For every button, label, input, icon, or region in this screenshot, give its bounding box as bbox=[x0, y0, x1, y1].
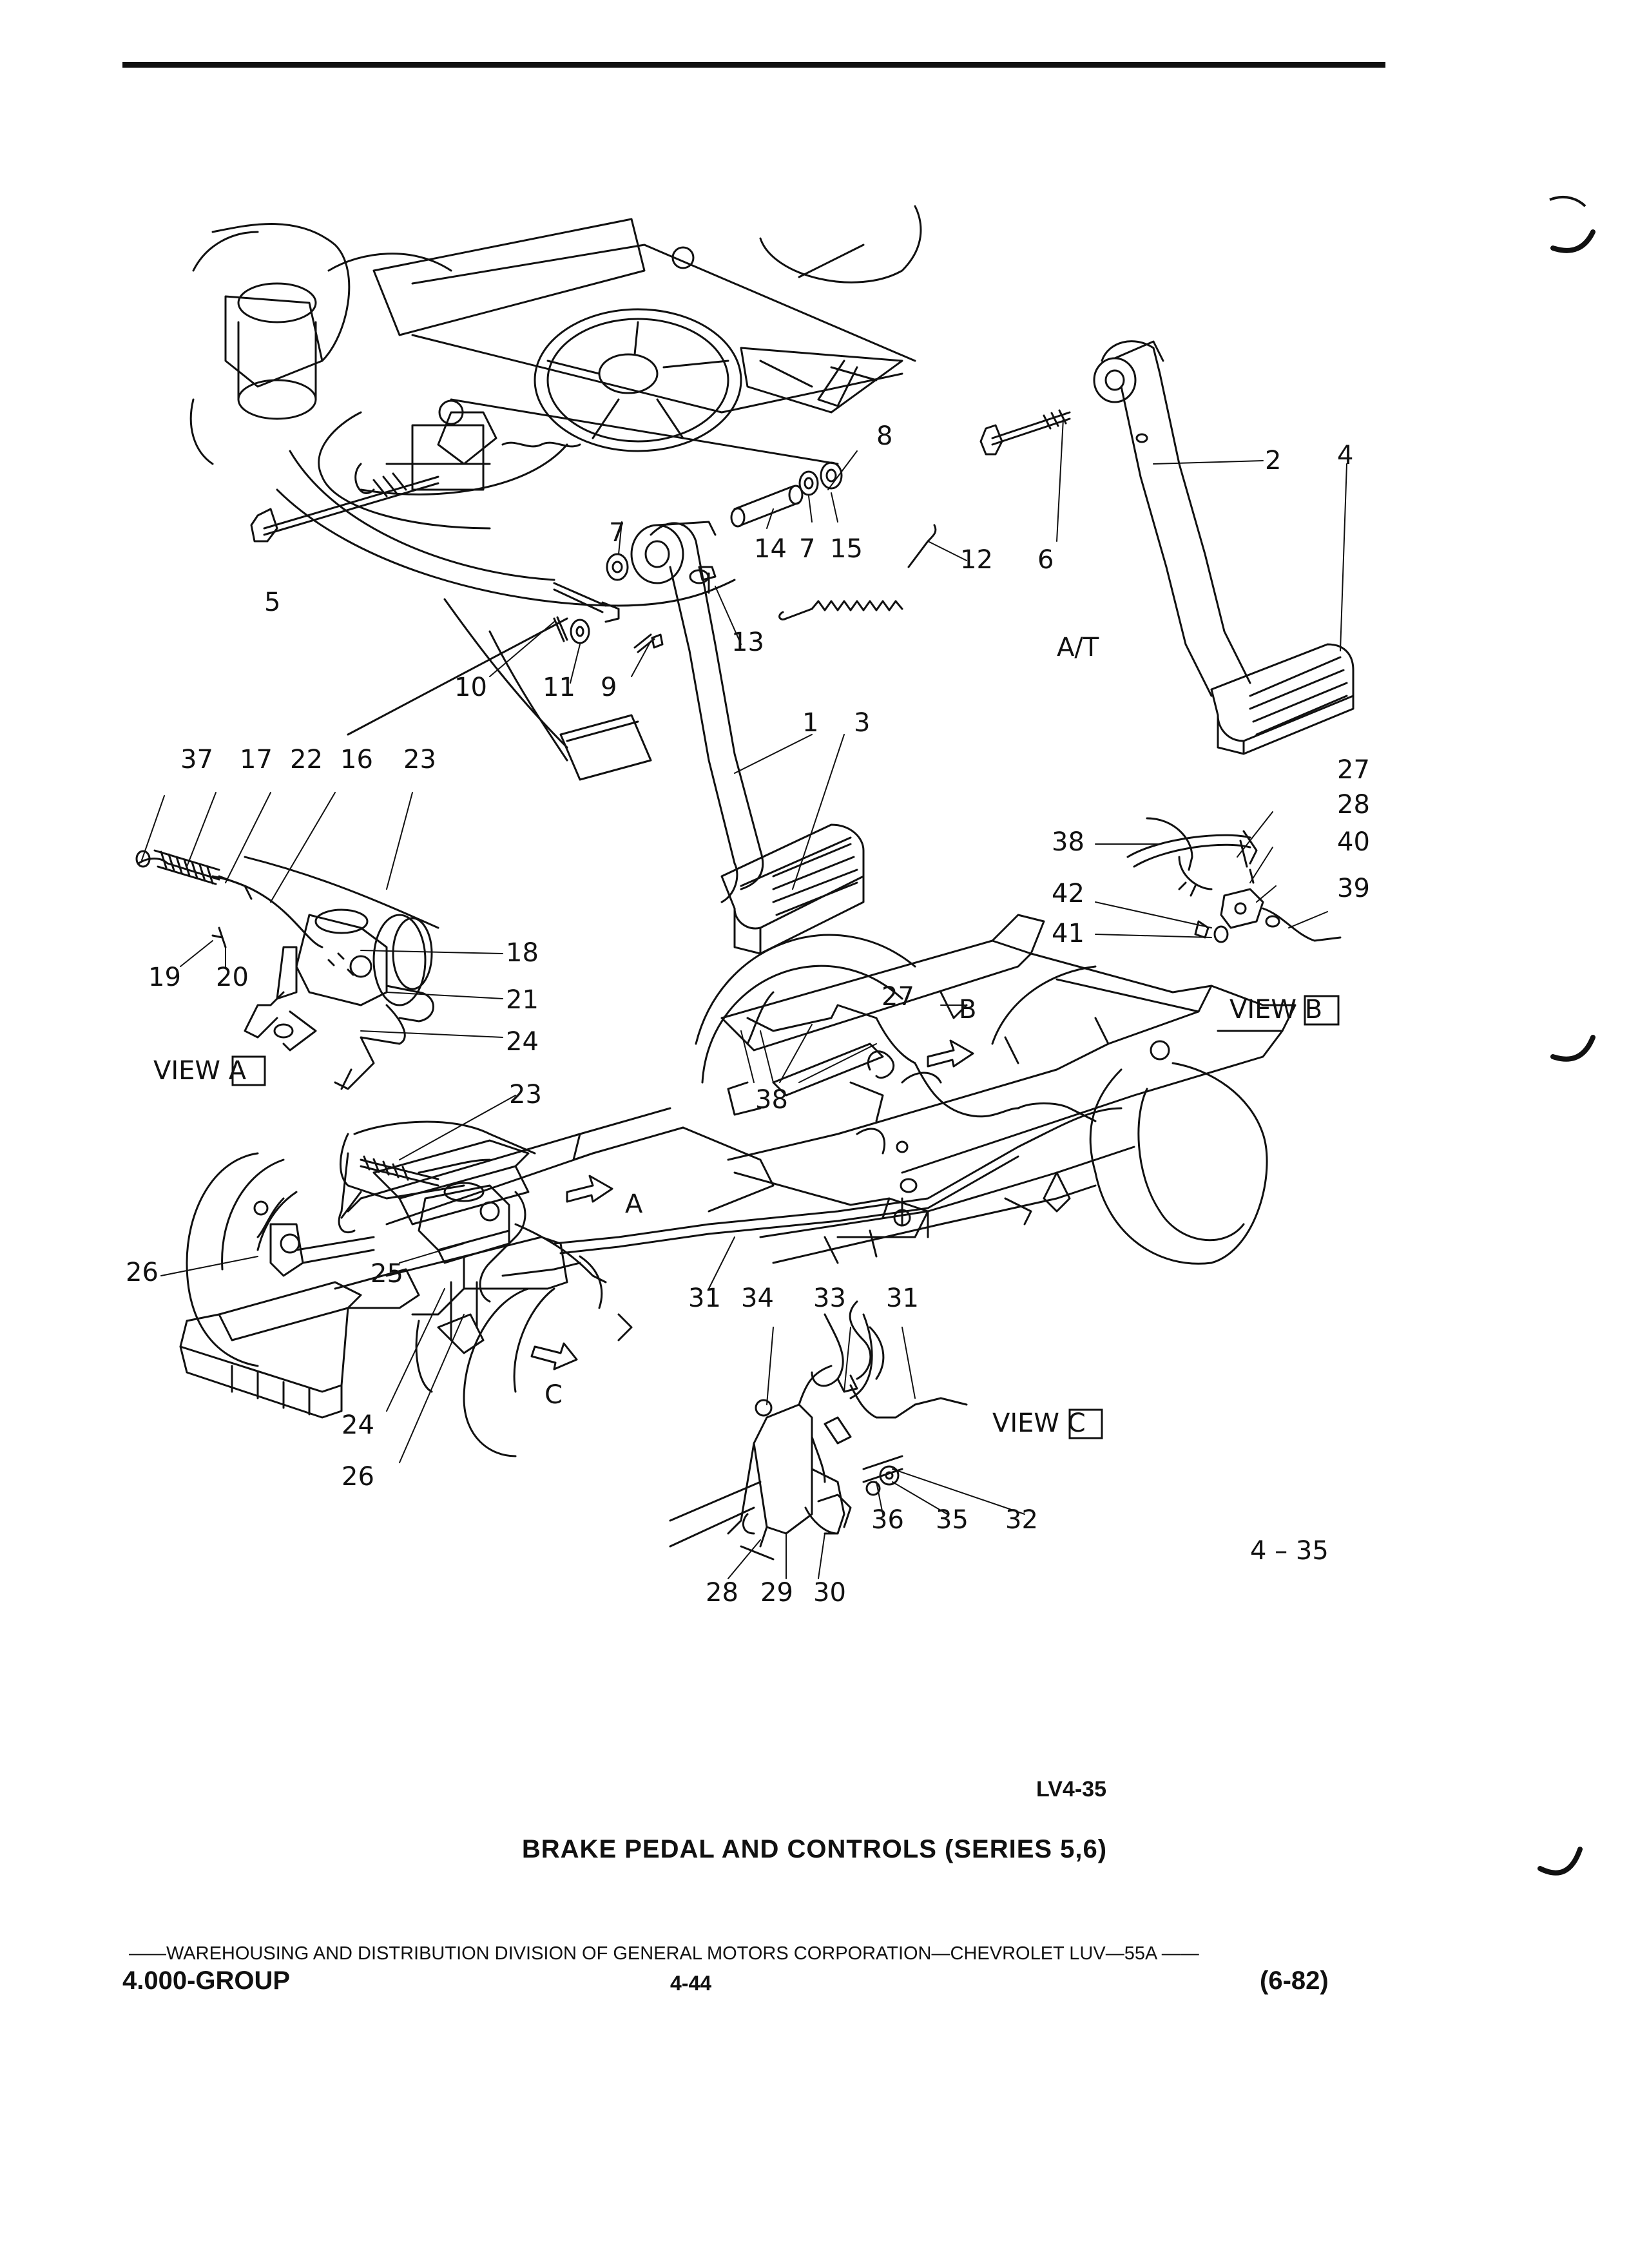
callout-2: 2 bbox=[1265, 446, 1281, 476]
footer-page-number: 4-44 bbox=[670, 1972, 712, 1995]
callout-39: 39 bbox=[1337, 874, 1370, 903]
brake-pedal-diagram: 5 7 8 14 7 15 12 6 2 4 13 10 11 9 A/T 1 … bbox=[126, 205, 1370, 1608]
view-c-box bbox=[1068, 1408, 1103, 1439]
callout-17: 17 bbox=[240, 745, 273, 774]
callout-34: 34 bbox=[741, 1283, 774, 1313]
callout-25: 25 bbox=[371, 1259, 403, 1289]
callout-22: 22 bbox=[290, 745, 323, 774]
callout-28-bottom: 28 bbox=[706, 1578, 738, 1608]
brake-pedal-at-2 bbox=[1093, 340, 1251, 697]
callout-30: 30 bbox=[813, 1578, 846, 1608]
washers-7-15-8 bbox=[606, 461, 843, 581]
callout-37: 37 bbox=[180, 745, 213, 774]
callout-33: 33 bbox=[813, 1283, 846, 1313]
callout-5: 5 bbox=[264, 588, 280, 617]
callout-41: 41 bbox=[1052, 919, 1084, 948]
callout-36: 36 bbox=[871, 1505, 904, 1535]
arrow-a-label: A bbox=[625, 1189, 643, 1219]
callout-1: 1 bbox=[802, 708, 818, 738]
callout-9: 9 bbox=[601, 673, 617, 702]
callout-10: 10 bbox=[454, 673, 487, 702]
figure-caption: BRAKE PEDAL AND CONTROLS (SERIES 5,6) bbox=[521, 1835, 1108, 1863]
callout-26-b: 26 bbox=[342, 1462, 374, 1492]
callout-6: 6 bbox=[1037, 545, 1054, 575]
callout-24-a: 24 bbox=[506, 1027, 539, 1057]
view-b-box bbox=[1304, 995, 1340, 1026]
front-crossmember bbox=[179, 1139, 633, 1457]
callout-15: 15 bbox=[830, 534, 863, 564]
figure-id: 4 – 35 bbox=[1250, 1536, 1329, 1566]
callout-40: 40 bbox=[1337, 827, 1370, 857]
pivot-bolt-6 bbox=[979, 409, 1071, 456]
callout-28-top: 28 bbox=[1337, 790, 1370, 820]
arrow-c-label: C bbox=[545, 1380, 563, 1410]
callout-19: 19 bbox=[148, 963, 181, 992]
callout-38-top: 38 bbox=[1052, 827, 1084, 857]
at-label: A/T bbox=[1057, 633, 1099, 662]
footer-group: 4.000-GROUP bbox=[122, 1966, 291, 1995]
callout-3: 3 bbox=[854, 708, 870, 738]
callout-11: 11 bbox=[543, 673, 575, 702]
callout-23-top: 23 bbox=[403, 745, 436, 774]
callout-31-a: 31 bbox=[688, 1283, 721, 1313]
footer-date: (6-82) bbox=[1260, 1966, 1329, 1995]
brake-pedal-pad-4 bbox=[1210, 643, 1354, 755]
pivot-bolt-5 bbox=[250, 472, 439, 543]
view-a-box bbox=[231, 1055, 266, 1086]
callout-13: 13 bbox=[731, 628, 764, 657]
callout-16: 16 bbox=[340, 745, 373, 774]
callout-42: 42 bbox=[1052, 879, 1084, 908]
chassis-frame bbox=[347, 914, 1296, 1265]
view-a-assembly bbox=[135, 849, 439, 1090]
callout-27-top: 27 bbox=[1337, 755, 1370, 785]
view-b-label: VIEW B bbox=[1229, 995, 1322, 1024]
dashboard-assembly bbox=[189, 205, 922, 781]
callout-14: 14 bbox=[754, 534, 787, 564]
callout-32: 32 bbox=[1005, 1505, 1038, 1535]
binder-mark-2 bbox=[1550, 1035, 1595, 1062]
callout-4: 4 bbox=[1337, 441, 1353, 470]
binder-mark-1 bbox=[1549, 195, 1595, 253]
callout-31-b: 31 bbox=[886, 1283, 919, 1313]
leader-lines bbox=[141, 418, 1347, 1579]
callout-12: 12 bbox=[960, 545, 993, 575]
callout-27-frame: 27 bbox=[882, 982, 914, 1012]
view-c-assembly bbox=[669, 1300, 968, 1561]
brake-lines bbox=[253, 991, 1123, 1303]
callout-20: 20 bbox=[216, 963, 249, 992]
sheet-code: LV4-35 bbox=[1036, 1777, 1106, 1802]
callout-21: 21 bbox=[506, 985, 539, 1015]
footer-division-line: ——WAREHOUSING AND DISTRIBUTION DIVISION … bbox=[129, 1943, 1199, 1964]
callout-29: 29 bbox=[760, 1578, 793, 1608]
callout-7-left: 7 bbox=[609, 518, 625, 548]
callout-35: 35 bbox=[936, 1505, 969, 1535]
view-b-assembly bbox=[1126, 817, 1342, 943]
callout-38-frame: 38 bbox=[755, 1085, 788, 1115]
view-a-label: VIEW A bbox=[153, 1056, 247, 1086]
brake-pedal-pad-3 bbox=[720, 823, 865, 955]
callout-23-mid: 23 bbox=[509, 1080, 542, 1110]
callout-7-right: 7 bbox=[799, 534, 815, 564]
arrow-b-label: B bbox=[959, 995, 976, 1024]
callout-18: 18 bbox=[506, 938, 539, 968]
binder-mark-3 bbox=[1537, 1847, 1583, 1876]
callout-8: 8 bbox=[876, 421, 892, 451]
frame-master-cylinder bbox=[360, 1155, 510, 1264]
bushing-14 bbox=[730, 485, 804, 528]
callout-labels: 5 7 8 14 7 15 12 6 2 4 13 10 11 9 A/T 1 … bbox=[126, 421, 1370, 1608]
top-rule bbox=[122, 62, 1385, 68]
callout-26-a: 26 bbox=[126, 1258, 159, 1287]
brake-pedal-1 bbox=[630, 521, 764, 903]
view-arrows bbox=[530, 1039, 974, 1370]
callout-24-b: 24 bbox=[342, 1410, 374, 1440]
view-c-label: VIEW C bbox=[992, 1408, 1086, 1438]
